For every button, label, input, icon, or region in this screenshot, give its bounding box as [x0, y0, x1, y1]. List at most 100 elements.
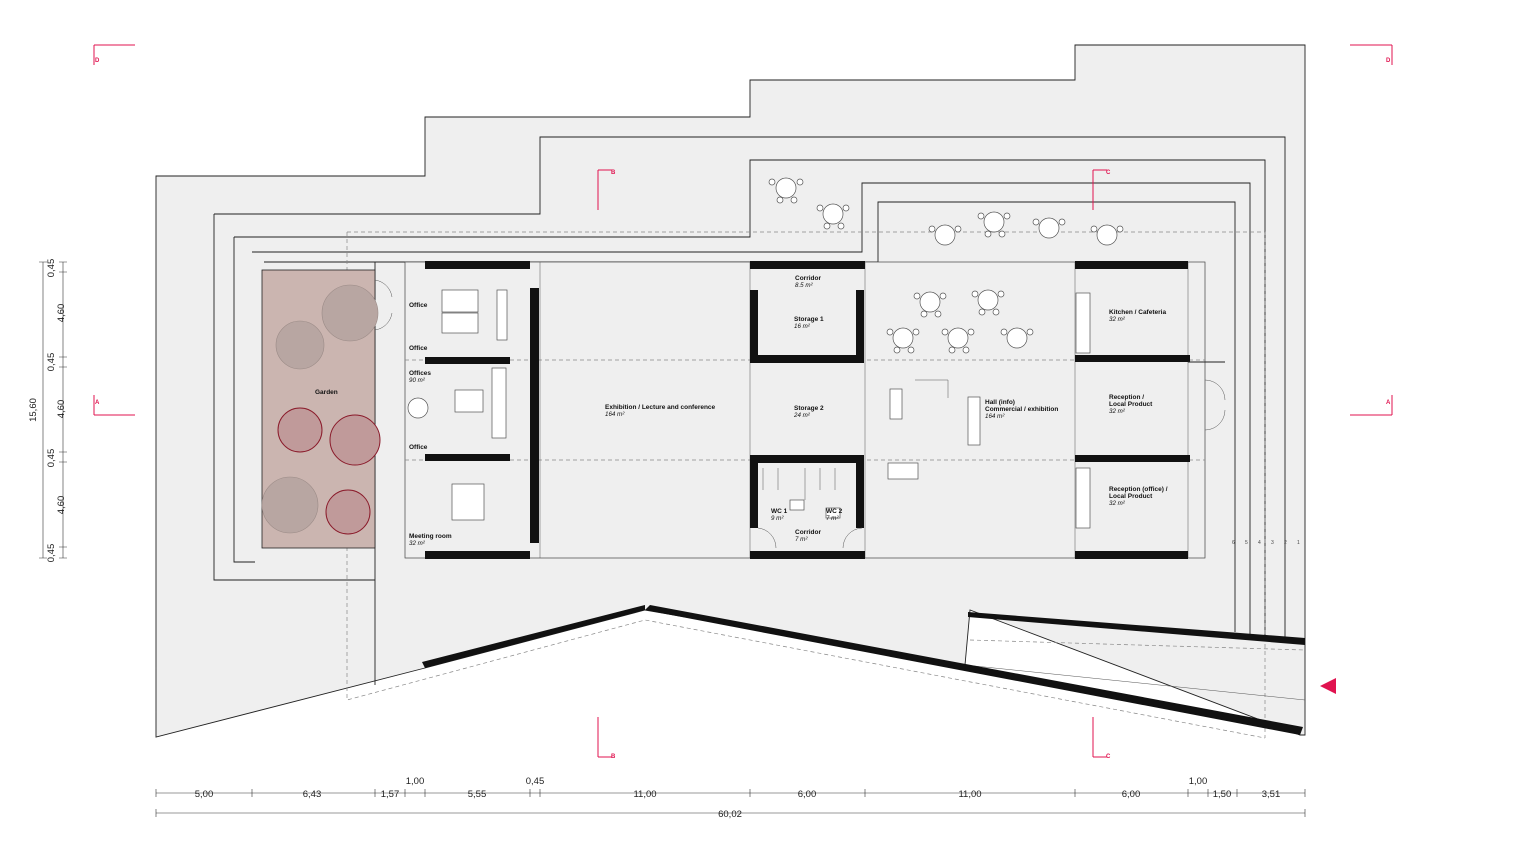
- room-labels: Office Office Offices 90 m² Office Meeti…: [409, 275, 1168, 547]
- section-markers: [93, 44, 1393, 758]
- step-numbers: 6 5 4 3 2 1: [1232, 540, 1300, 546]
- section-marker-d-right: [1350, 44, 1393, 65]
- dim-h-0: 5,00: [195, 789, 214, 800]
- table-icon: [1000, 327, 1034, 349]
- tree-icon: [277, 407, 323, 453]
- svg-text:2: 2: [1284, 540, 1287, 546]
- room-offices-area: 90 m²: [409, 377, 426, 384]
- section-marker-a-left: [93, 395, 135, 416]
- room-storage2: Storage 2: [794, 405, 824, 412]
- table-icon: [1090, 224, 1124, 246]
- table-icon: [768, 177, 804, 204]
- room-office-top: Office: [409, 302, 428, 309]
- dim-v-6: 0,45: [46, 544, 57, 563]
- dim-v-1: 4,60: [56, 304, 67, 323]
- room-reception-2: Local Product: [1109, 401, 1153, 408]
- section-marker-c-bottom: [1092, 717, 1107, 758]
- section-marker-d-left: [93, 44, 135, 65]
- dim-h-9: 3,51: [1262, 789, 1281, 800]
- table-icon: [941, 327, 975, 354]
- garden: Garden: [261, 269, 381, 549]
- dim-h-8: 1,50: [1213, 789, 1232, 800]
- dim-v-2: 0,45: [46, 353, 57, 372]
- section-marker-b-top: [597, 169, 612, 210]
- room-storage1-area: 16 m²: [794, 323, 811, 330]
- dim-h-3: 5,55: [468, 789, 487, 800]
- section-letters: D D A A B B C C: [95, 58, 1391, 760]
- garden-label: Garden: [315, 389, 338, 396]
- dim-h-4: 11,00: [633, 789, 656, 800]
- dimensions-vertical: 0,45 4,60 0,45 4,60 0,45 4,60 0,45 15,60: [28, 259, 67, 563]
- svg-text:5: 5: [1245, 540, 1248, 546]
- room-meeting-area: 32 m²: [409, 540, 426, 547]
- table-icon: [971, 289, 1005, 316]
- svg-text:4: 4: [1258, 540, 1261, 546]
- room-office-lower: Office: [409, 444, 428, 451]
- tree-icon: [325, 489, 371, 535]
- dim-v-5: 4,60: [56, 496, 67, 515]
- dim-h-upper-1: 0,45: [526, 776, 545, 787]
- room-offices: Offices: [409, 370, 431, 377]
- room-wc1-area: 9 m²: [771, 515, 784, 522]
- dim-h-6: 11,00: [958, 789, 981, 800]
- svg-text:3: 3: [1271, 540, 1274, 546]
- tree-icon: [329, 414, 381, 466]
- room-kitchen-area: 32 m²: [1109, 316, 1126, 323]
- furniture: [407, 289, 1091, 529]
- dim-h-7: 6,00: [1122, 789, 1141, 800]
- entrance-arrow-icon: [1320, 678, 1336, 694]
- tree-icon: [321, 284, 379, 342]
- room-corridor-bottom-area: 7 m²: [795, 536, 808, 543]
- room-corridor-bottom: Corridor: [795, 529, 821, 536]
- room-wc2-area: 7 m²: [826, 515, 839, 522]
- svg-text:A: A: [1386, 400, 1391, 406]
- dim-h-upper-0: 1,00: [406, 776, 425, 787]
- tree-icon: [261, 476, 319, 534]
- room-storage1: Storage 1: [794, 316, 824, 323]
- room-corridor-top: Corridor: [795, 275, 821, 282]
- dim-v-3: 4,60: [56, 400, 67, 419]
- tree-icon: [275, 320, 325, 370]
- svg-text:A: A: [95, 400, 100, 406]
- svg-text:1: 1: [1297, 540, 1300, 546]
- dim-h-upper-2: 1,00: [1189, 776, 1208, 787]
- room-reception-1: Reception /: [1109, 394, 1144, 401]
- dim-v-total: 15,60: [28, 398, 39, 422]
- dim-v-4: 0,45: [46, 449, 57, 468]
- table-icon: [1032, 217, 1066, 239]
- svg-text:B: B: [611, 170, 616, 176]
- table-icon: [816, 203, 850, 230]
- table-icon: [913, 291, 947, 318]
- section-marker-b-bottom: [597, 717, 612, 758]
- table-icon: [886, 327, 920, 354]
- dim-total: 60,02: [718, 809, 742, 820]
- section-marker-c-top: [1092, 169, 1107, 210]
- svg-text:C: C: [1106, 754, 1111, 760]
- dimensions-horizontal: 5,00 6,43 1,57 5,55 11,00 6,00 11,00 6,0…: [155, 776, 1306, 820]
- room-wc2: WC 2: [826, 508, 843, 515]
- room-hall-1: Hall (info): [985, 399, 1015, 406]
- svg-text:6: 6: [1232, 540, 1235, 546]
- room-kitchen: Kitchen / Cafeteria: [1109, 309, 1166, 316]
- table-icon: [977, 211, 1011, 238]
- svg-text:D: D: [95, 58, 100, 64]
- room-meeting: Meeting room: [409, 533, 452, 540]
- room-storage2-area: 24 m²: [793, 412, 811, 419]
- section-marker-a-right: [1350, 395, 1393, 416]
- cafe-tables: [768, 177, 1124, 354]
- room-exhibition: Exhibition / Lecture and conference: [605, 404, 716, 411]
- room-exhibition-area: 164 m²: [605, 411, 625, 418]
- dim-v-0: 0,45: [46, 259, 57, 278]
- room-reception-office-2: Local Product: [1109, 493, 1153, 500]
- room-office-small: Office: [409, 345, 428, 352]
- dim-h-2: 1,57: [381, 789, 400, 800]
- room-reception-office-area: 32 m²: [1109, 500, 1126, 507]
- svg-text:C: C: [1106, 170, 1111, 176]
- room-corridor-top-area: 8.5 m²: [795, 282, 813, 289]
- room-hall-area: 164 m²: [985, 413, 1005, 420]
- room-reception-office-1: Reception (office) /: [1109, 486, 1168, 493]
- room-wc1: WC 1: [771, 508, 788, 515]
- building: [374, 261, 1305, 735]
- room-hall-2: Commercial / exhibition: [985, 406, 1058, 413]
